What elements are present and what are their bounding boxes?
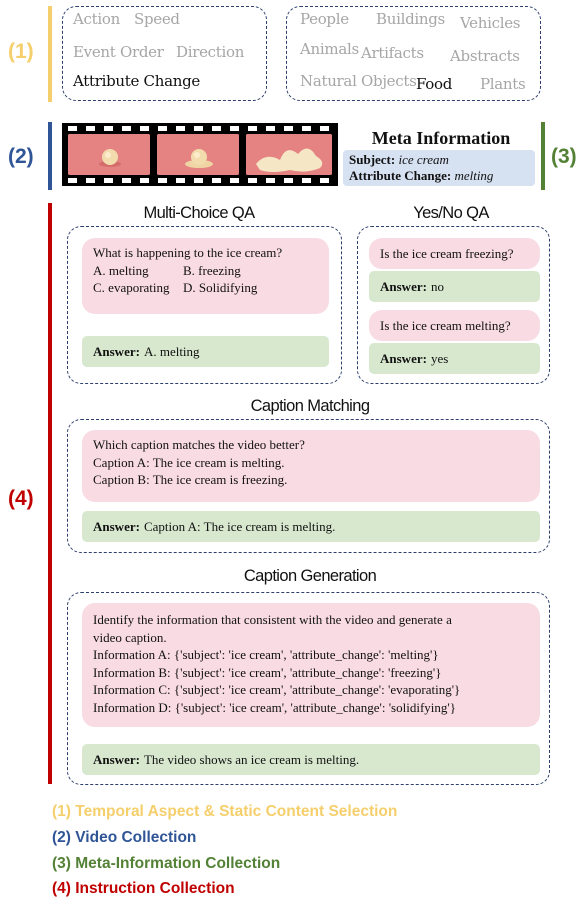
mcqa-question: What is happening to the ice cream? [93, 245, 283, 260]
tag-food-selected: Food [416, 75, 453, 93]
legend-item-2: (2) Video Collection [52, 829, 197, 846]
tag-direction: Direction [176, 43, 245, 61]
mcqa-option-a: A. melting [93, 262, 149, 278]
caption-generation-info-d: Information D: {'subject': 'ice cream', … [93, 699, 456, 715]
tag-event-order: Event Order [73, 43, 164, 61]
tag-artifacts: Artifacts [361, 44, 424, 62]
meta-subject-label: Subject: [349, 152, 396, 167]
video-frame-2 [157, 134, 239, 175]
temporal-aspect-box [62, 6, 267, 101]
mcqa-answer-value: A. melting [143, 343, 200, 359]
section-4-bar [48, 203, 52, 784]
video-frame-3 [246, 134, 332, 175]
section-3-bar [541, 122, 545, 190]
tag-abstracts: Abstracts [450, 47, 520, 65]
video-frame-1 [68, 134, 150, 175]
caption-matching-question-bubble: Which caption matches the video better? … [82, 430, 540, 502]
caption-generation-answer-value: The video shows an ice cream is melting. [143, 751, 360, 767]
caption-matching-line-2: Caption A: The ice cream is melting. [93, 454, 285, 470]
section-2-bar [48, 122, 52, 190]
legend-item-4: (4) Instruction Collection [52, 880, 235, 897]
section-1-bar [48, 6, 52, 102]
caption-generation-line-2: video caption. [93, 629, 167, 645]
caption-generation-question-bubble: Identify the information that consistent… [82, 603, 540, 727]
marker-1: (1) [8, 40, 34, 63]
tag-vehicles: Vehicles [460, 14, 521, 32]
meta-information-title: Meta Information [371, 128, 511, 148]
caption-generation-info-b: Information B: {'subject': 'ice cream', … [93, 664, 442, 680]
yesno-question-1-bubble: Is the ice cream freezing? [369, 238, 540, 269]
yesno-answer-2-label: Answer: [380, 350, 427, 366]
yesno-question-2: Is the ice cream melting? [380, 317, 511, 333]
tag-buildings: Buildings [376, 10, 445, 28]
yesno-answer-2: Answer:yes [369, 343, 540, 374]
video-filmstrip [62, 123, 338, 186]
mcqa-answer-label: Answer: [93, 343, 140, 359]
ice-cream-melted-puddle-icon [246, 134, 332, 175]
caption-matching-answer-value: Caption A: The ice cream is melting. [143, 518, 336, 534]
caption-matching-box [67, 419, 550, 553]
ice-cream-melting-icon [157, 134, 239, 175]
caption-generation-answer-label: Answer: [93, 751, 140, 767]
multi-choice-qa-box [67, 226, 342, 384]
caption-generation-info-a: Information A: {'subject': 'ice cream', … [93, 647, 439, 662]
yesno-question-2-bubble: Is the ice cream melting? [369, 310, 540, 341]
yes-no-qa-title: Yes/No QA [413, 204, 489, 222]
caption-matching-line-1: Which caption matches the video better? [93, 437, 305, 452]
yesno-answer-2-value: yes [430, 350, 449, 366]
mcqa-option-d: D. Solidifying [183, 280, 258, 295]
ice-cream-scoop-icon [68, 134, 150, 175]
marker-3: (3) [551, 145, 577, 168]
marker-4: (4) [8, 487, 34, 510]
meta-attribute-label: Attribute Change: [349, 168, 452, 183]
tag-animals: Animals [300, 40, 359, 58]
caption-generation-line-1: Identify the information that consistent… [93, 612, 452, 627]
yesno-answer-1-value: no [430, 278, 444, 294]
marker-2: (2) [8, 145, 34, 168]
meta-information-box: Subject: ice cream Attribute Change: mel… [343, 150, 535, 186]
yes-no-qa-box [357, 226, 550, 384]
tag-plants: Plants [480, 75, 526, 93]
tag-action: Action [73, 10, 120, 28]
caption-matching-line-3: Caption B: The ice cream is freezing. [93, 472, 288, 487]
tag-natural-objects: Natural Objects [300, 72, 417, 90]
caption-matching-title: Caption Matching [250, 397, 370, 415]
mcqa-answer: Answer:A. melting [82, 336, 329, 367]
tag-attribute-change-selected: Attribute Change [73, 72, 200, 90]
yesno-question-1: Is the ice cream freezing? [380, 245, 514, 261]
tag-people: People [300, 10, 349, 28]
static-content-box [286, 6, 541, 101]
caption-matching-answer-label: Answer: [93, 518, 140, 534]
mcqa-question-bubble: What is happening to the ice cream? A. m… [82, 238, 329, 314]
tag-speed: Speed [134, 10, 180, 28]
caption-generation-info-c: Information C: {'subject': 'ice cream', … [93, 682, 461, 697]
meta-attribute-value: melting [454, 168, 494, 183]
caption-matching-answer: Answer:Caption A: The ice cream is melti… [82, 511, 540, 542]
caption-generation-answer: Answer:The video shows an ice cream is m… [82, 744, 540, 775]
multi-choice-qa-title: Multi-Choice QA [143, 204, 255, 222]
caption-generation-title: Caption Generation [243, 567, 377, 585]
mcqa-option-c: C. evaporating [93, 280, 170, 295]
yesno-answer-1-label: Answer: [380, 278, 427, 294]
film-perforations [68, 126, 329, 183]
legend-item-3: (3) Meta-Information Collection [52, 855, 281, 872]
caption-generation-box [67, 592, 550, 785]
legend-item-1: (1) Temporal Aspect & Static Content Sel… [52, 803, 398, 820]
mcqa-option-b: B. freezing [183, 262, 241, 278]
meta-subject-value: ice cream [398, 152, 449, 167]
yesno-answer-1: Answer:no [369, 271, 540, 302]
